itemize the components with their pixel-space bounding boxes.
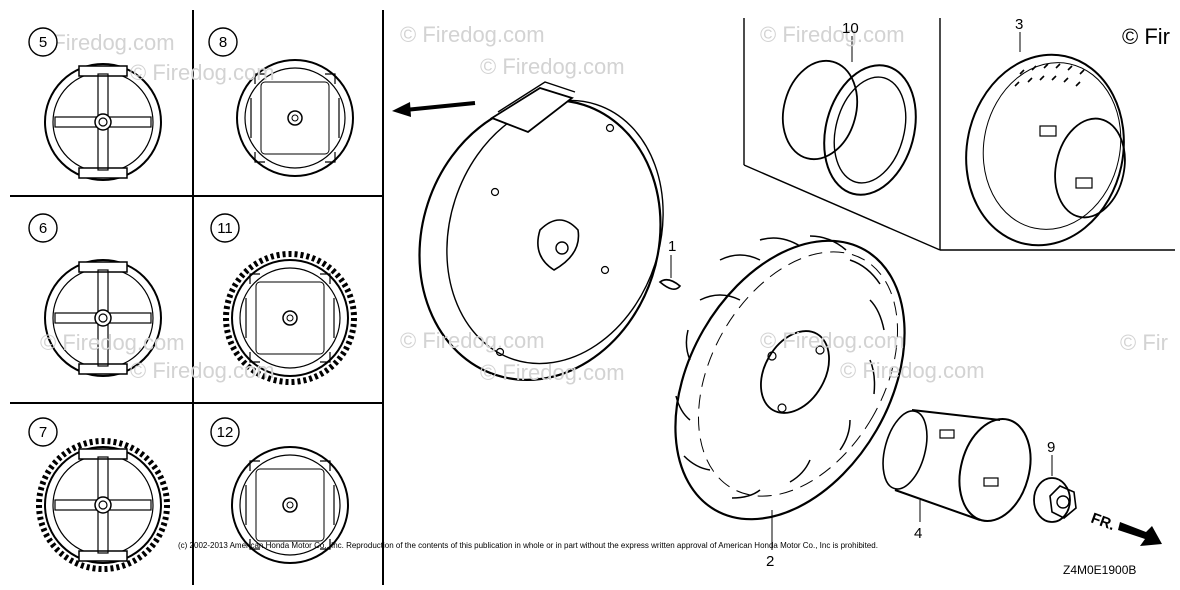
arrow-left-icon — [392, 101, 476, 117]
callout-12: 12 — [210, 417, 240, 447]
callout-3: 3 — [1015, 16, 1023, 33]
svg-text:6: 6 — [39, 220, 47, 237]
callout-2: 2 — [766, 553, 774, 570]
svg-text:5: 5 — [39, 34, 47, 51]
gear-plate-variant-11 — [223, 251, 357, 385]
starter-pulley-part — [882, 409, 1032, 522]
svg-text:© Firedog.com: © Firedog.com — [130, 358, 275, 383]
watermark-edge-text: © Fir — [1122, 24, 1170, 49]
callout-1: 1 — [668, 238, 676, 255]
callout-4: 4 — [914, 525, 922, 542]
svg-text:© Fir: © Fir — [1120, 330, 1168, 355]
flange-nut-part — [1033, 455, 1077, 523]
svg-text:© Firedog.com: © Firedog.com — [400, 22, 545, 47]
copyright-notice: (c) 2002-2013 American Honda Motor Co., … — [178, 541, 878, 550]
callout-10: 10 — [842, 20, 859, 37]
svg-text:8: 8 — [219, 34, 227, 51]
fan-cover-part — [418, 81, 664, 381]
callout-9: 9 — [1047, 439, 1055, 456]
front-direction-arrow-icon — [1118, 522, 1162, 546]
variant-grid — [10, 10, 384, 585]
ratchet-part — [781, 36, 917, 196]
svg-text:7: 7 — [39, 424, 47, 441]
svg-text:12: 12 — [217, 424, 234, 441]
svg-text:© Firedog.com: © Firedog.com — [480, 54, 625, 79]
svg-text:© Firedog.com: © Firedog.com — [760, 22, 905, 47]
svg-text:© Firedog.com: © Firedog.com — [400, 328, 545, 353]
gear-hub-variant-7 — [36, 438, 170, 572]
svg-text:11: 11 — [217, 220, 233, 237]
svg-text:© Firedog.com: © Firedog.com — [840, 358, 985, 383]
callout-11: 11 — [210, 213, 240, 243]
svg-text:© Firedog.com: © Firedog.com — [130, 60, 275, 85]
callout-7: 7 — [28, 417, 58, 447]
woodruff-key-part — [658, 255, 682, 290]
callout-5: 5 — [28, 27, 58, 57]
watermarks: © Firedog.com © Firedog.com © Firedog.co… — [30, 22, 1170, 385]
drawing-code: Z4M0E1900B — [1063, 563, 1137, 577]
pulley-cup-part — [965, 32, 1126, 247]
callout-6: 6 — [28, 213, 58, 243]
front-direction-label: FR. — [1089, 510, 1118, 534]
svg-text:© Firedog.com: © Firedog.com — [760, 328, 905, 353]
svg-text:© Firedog.com: © Firedog.com — [40, 330, 185, 355]
svg-text:© Firedog.com: © Firedog.com — [480, 360, 625, 385]
flywheel-part — [674, 235, 906, 550]
detail-box — [743, 18, 1175, 251]
callout-8: 8 — [208, 27, 238, 57]
